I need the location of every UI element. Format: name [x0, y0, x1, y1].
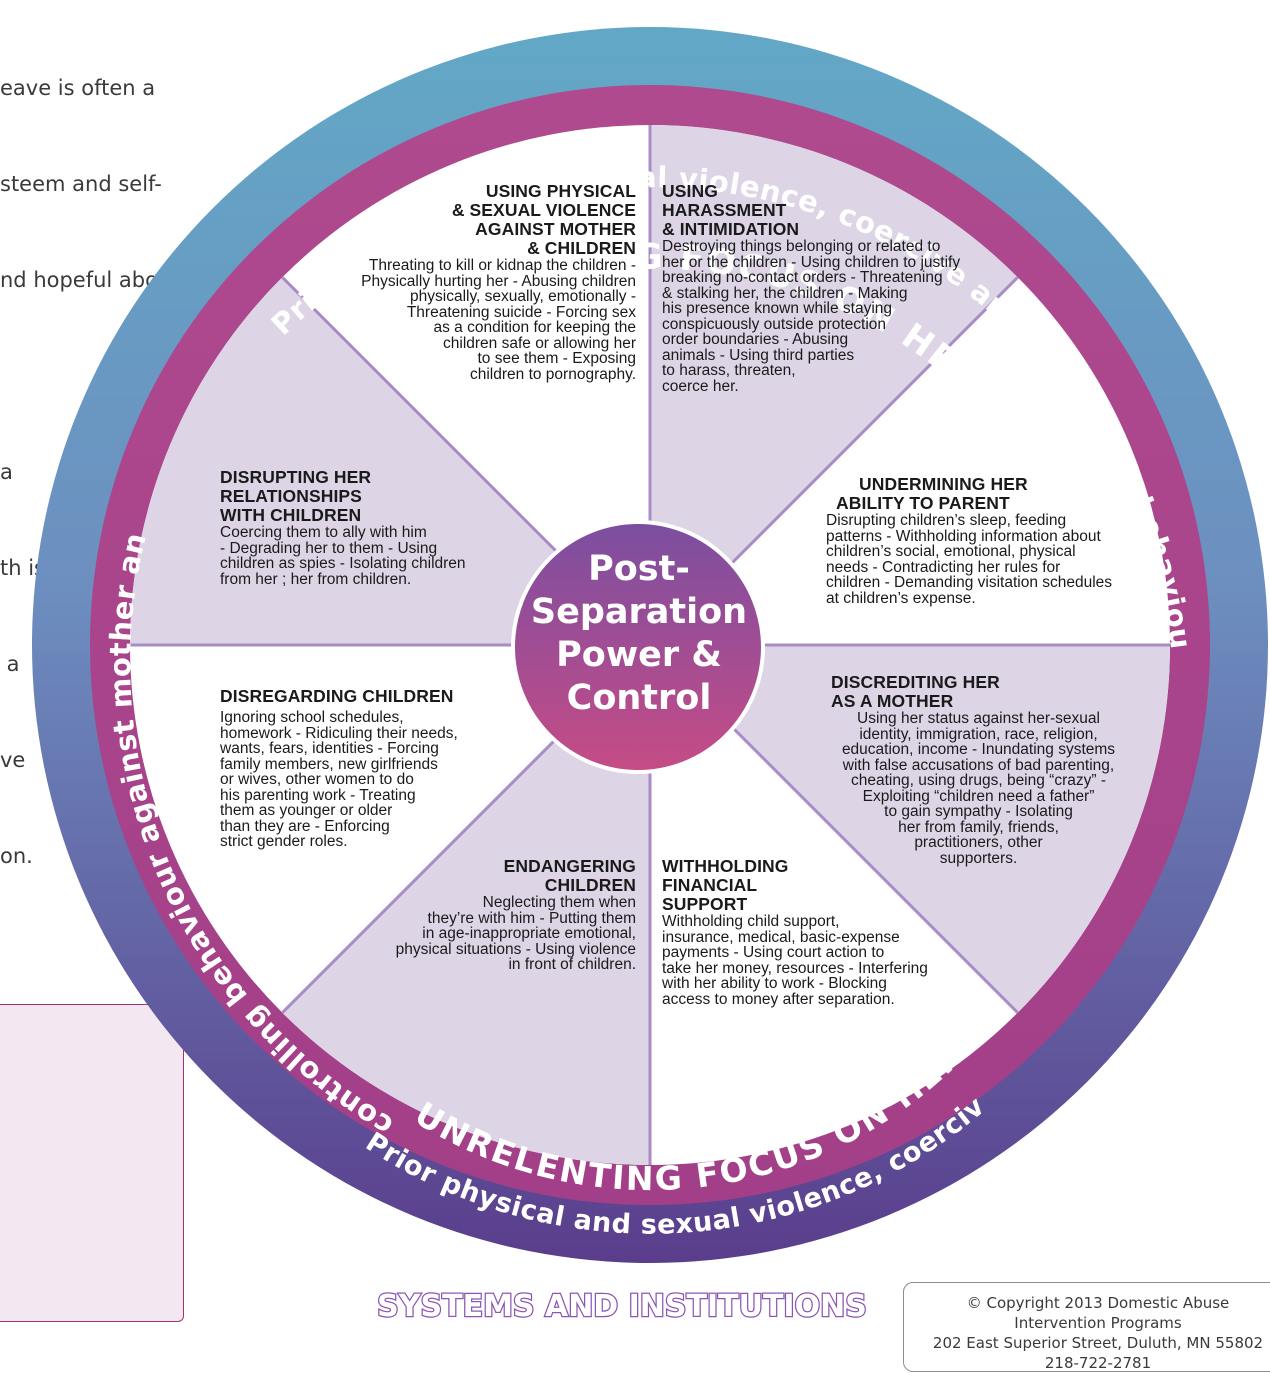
shaded-segments	[130, 125, 1171, 1165]
intro-line: ve	[0, 748, 26, 772]
copyright-line: Intervention Programs	[1014, 1314, 1182, 1332]
section-disregarding-children: DISREGARDING CHILDREN Ignoring school sc…	[220, 687, 490, 850]
segment-endangering	[282, 645, 650, 1165]
intro-line: steem and self-	[0, 172, 162, 196]
copyright-line: © Copyright 2013 Domestic Abuse	[966, 1294, 1230, 1312]
copyright-box: © Copyright 2013 Domestic Abuse Interven…	[903, 1282, 1270, 1372]
copyright-line: 202 East Superior Street, Duluth, MN 558…	[932, 1334, 1264, 1352]
intro-line: a	[0, 652, 20, 676]
center-line: Post-	[588, 549, 690, 589]
systems-institutions-label: SYSTEMS AND INSTITUTIONS	[377, 1289, 867, 1324]
intro-line: a	[0, 460, 13, 484]
center-label: Post- Separation Power & Control	[514, 548, 764, 720]
center-line: Control	[566, 678, 712, 718]
section-title: USING PHYSICAL& SEXUAL VIOLENCE AGAINST …	[451, 181, 636, 258]
segment-discrediting	[650, 645, 1171, 1013]
section-body: Coercing them to ally with him- Degradin…	[220, 524, 466, 588]
section-physical-sexual-violence: USING PHYSICAL& SEXUAL VIOLENCE AGAINST …	[300, 182, 636, 382]
center-line: Separation	[530, 592, 748, 632]
center-hub	[511, 520, 765, 774]
section-body: Destroying things belonging or related t…	[662, 238, 961, 395]
section-title: DISREGARDING CHILDREN	[220, 686, 454, 706]
section-title: UNDERMINING HER	[859, 474, 1028, 494]
intro-line: eave is often a	[0, 76, 156, 100]
section-body: Ignoring school schedules,homework - Rid…	[220, 709, 458, 850]
segment-harassment	[650, 125, 1018, 645]
segment-disrupting	[130, 277, 650, 645]
section-undermining-parenting: UNDERMINING HER ABILITY TO PARENT Disrup…	[826, 475, 1156, 606]
copyright-line: 218-722-2781	[1044, 1354, 1152, 1372]
intro-line: on.	[0, 844, 33, 868]
intro-paragraph: eave is often a steem and self- nd hopef…	[0, 8, 180, 936]
section-body: Threating to kill or kidnap the children…	[361, 257, 636, 383]
center-line: Power &	[556, 635, 722, 675]
side-callout-box	[0, 1004, 184, 1322]
section-body: Withholding child support,insurance, med…	[662, 913, 928, 1008]
section-title-line-2: ABILITY TO PARENT	[836, 493, 1010, 513]
